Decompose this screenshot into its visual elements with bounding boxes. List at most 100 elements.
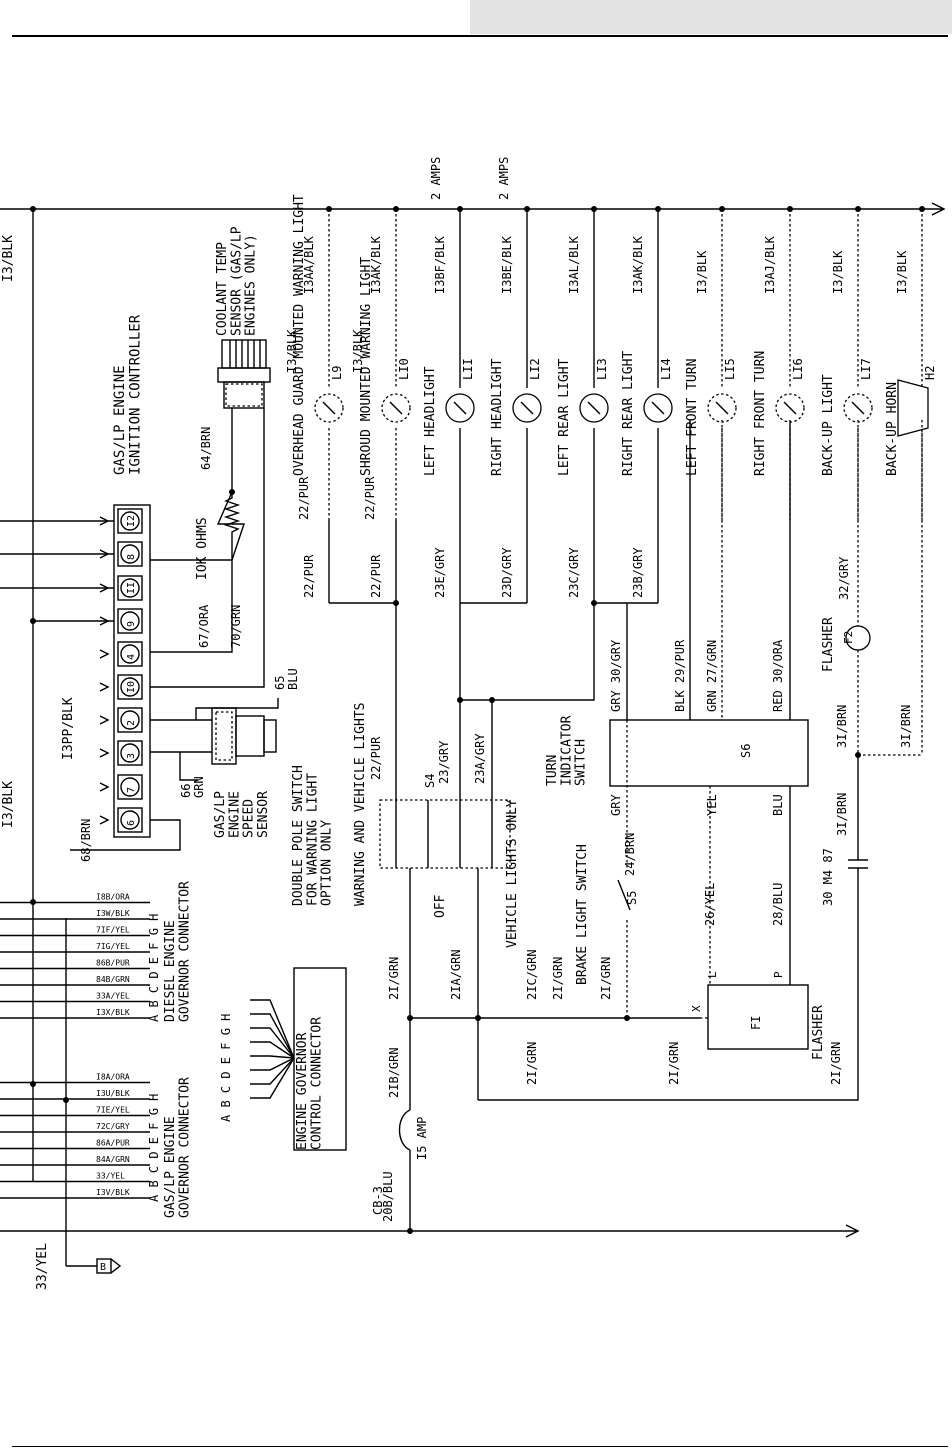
- light-description: LEFT REAR LIGHT: [557, 358, 572, 476]
- svg-text:2I/GRN: 2I/GRN: [387, 957, 401, 1000]
- wire-21-grn-label-3: 2I/GRN: [599, 957, 613, 1000]
- svg-text:67/ORA: 67/ORA: [197, 604, 211, 648]
- switch-s4-label: S4: [423, 774, 437, 788]
- svg-text:A B C D E F G H: A B C D E F G H: [147, 914, 161, 1022]
- light-bottom-wire-label: 22/PUR: [369, 554, 383, 598]
- svg-text:OPTION ONLY: OPTION ONLY: [320, 820, 335, 906]
- wire-22-pur-label: 22/PUR: [369, 736, 383, 780]
- s6-yel-label: YEL: [705, 794, 719, 816]
- diesel_conn-wire-label: I3W/BLK: [96, 909, 130, 918]
- controller-pin-box: [117, 707, 143, 733]
- svg-text:I3/BLK: I3/BLK: [351, 329, 365, 373]
- wire-23-gry-label: 23/GRY: [437, 740, 451, 784]
- svg-text:LI4: LI4: [659, 358, 673, 380]
- diesel_conn-wire-label: I8B/ORA: [96, 893, 130, 902]
- s6-gry-b-label: GRY: [609, 794, 623, 816]
- wire-23a-gry-label: 23A/GRY: [473, 733, 487, 784]
- svg-text:DIESEL ENGINE: DIESEL ENGINE: [163, 920, 178, 1022]
- light-description: OVERHEAD GUARD MOUNTED WARNING LIGHT: [292, 194, 307, 476]
- s6-red-label: RED 30/ORA: [771, 639, 785, 712]
- svg-text:I3AJ/BLK: I3AJ/BLK: [763, 235, 777, 294]
- gas_conn-wire-label: 72C/GRY: [96, 1122, 130, 1131]
- wire-32-gry-label: 32/GRY: [837, 556, 851, 600]
- svg-text:I3/BLK: I3/BLK: [1, 235, 16, 282]
- light-top-wire-label: I3AK/BLK: [631, 235, 645, 294]
- svg-text:BRAKE LIGHT SWITCH: BRAKE LIGHT SWITCH: [575, 844, 590, 985]
- svg-text:SENSOR: SENSOR: [256, 791, 271, 838]
- light-top-wire-label: I3AL/BLK: [567, 235, 581, 294]
- svg-text:2I/GRN: 2I/GRN: [525, 1042, 539, 1085]
- light-top-wire-label: I3/BLK: [895, 250, 909, 294]
- svg-text:LI2: LI2: [528, 358, 542, 380]
- svg-text:SPEED: SPEED: [242, 799, 257, 838]
- svg-text:2 AMPS: 2 AMPS: [497, 157, 511, 200]
- switch-s5-label: S5: [625, 891, 639, 905]
- svg-text:GAS/LP ENGINE: GAS/LP ENGINE: [112, 365, 128, 475]
- diesel_conn-wire-label: I3X/BLK: [96, 1008, 130, 1017]
- controller-pin-number: 3: [126, 753, 137, 759]
- svg-text:IGNITION CONTROLLER: IGNITION CONTROLLER: [127, 314, 143, 475]
- svg-text:22/PUR: 22/PUR: [369, 736, 383, 780]
- controller-pin-number: 8: [126, 554, 137, 560]
- svg-text:70/GRN: 70/GRN: [229, 605, 243, 648]
- wire-70-label: 70/GRN: [229, 605, 243, 648]
- diesel_conn-wire-label: 7IF/YEL: [96, 926, 130, 935]
- ground-flag-letter: B: [100, 1262, 106, 1273]
- svg-text:ENGINES ONLY): ENGINES ONLY): [244, 234, 259, 336]
- light-id-label: LI7: [859, 358, 873, 380]
- svg-text:22/PUR: 22/PUR: [363, 476, 377, 520]
- svg-text:BACK-UP HORN: BACK-UP HORN: [885, 382, 900, 476]
- bus-junction: [30, 206, 36, 212]
- gas_conn-wire-label: 84A/GRN: [96, 1155, 130, 1164]
- svg-text:L9: L9: [330, 366, 344, 380]
- controller-pin-box: [117, 508, 143, 534]
- s6-grn-label: GRN 27/GRN: [705, 640, 719, 712]
- relay-m4-label: 30 M4 87: [821, 848, 835, 906]
- light-id-label: LII: [461, 358, 475, 380]
- svg-text:S6: S6: [739, 744, 753, 758]
- gas-connector-letters: A B C D E F G H: [147, 1094, 161, 1202]
- light-top-wire-label: I3/BLK: [831, 250, 845, 294]
- light-top-wire-label: I3BE/BLK: [500, 235, 514, 294]
- svg-text:20B/BLU: 20B/BLU: [381, 1171, 395, 1222]
- controller-pin-box: [117, 641, 143, 667]
- flasher-f1-label: FI: [749, 1016, 763, 1030]
- s6-blk-label: BLK 29/PUR: [673, 639, 687, 712]
- svg-text:I3/BLK: I3/BLK: [1, 781, 16, 828]
- wire-21a-grn-label: 2IA/GRN: [449, 949, 463, 1000]
- wire-31-brn-label-3: 3I/BRN: [835, 793, 849, 836]
- diesel-connector-letters: A B C D E F G H: [147, 914, 161, 1022]
- svg-text:FLASHER: FLASHER: [821, 617, 836, 672]
- header-bar: [470, 0, 952, 34]
- svg-text:S4: S4: [423, 774, 437, 788]
- switch-s4-body: [379, 799, 511, 869]
- footer-rule: [12, 1446, 948, 1447]
- svg-text:I3/BLK: I3/BLK: [285, 329, 299, 373]
- wire-31-brn-label: 3I/BRN: [835, 705, 849, 748]
- svg-text:SENSOR (GAS/LP: SENSOR (GAS/LP: [229, 226, 244, 336]
- diesel_conn-wire-label: 33A/YEL: [96, 992, 130, 1001]
- svg-text:X: X: [690, 1005, 703, 1012]
- svg-text:OVERHEAD GUARD MOUNTED WARNING: OVERHEAD GUARD MOUNTED WARNING LIGHT: [292, 194, 307, 476]
- turn-switch-s6-body: [609, 719, 809, 787]
- svg-text:I3/BLK: I3/BLK: [895, 250, 909, 294]
- wire-64-label: 64/BRN: [199, 427, 213, 470]
- svg-text:GRY 30/GRY: GRY 30/GRY: [609, 639, 623, 712]
- svg-text:I3AA/BLK: I3AA/BLK: [302, 235, 316, 294]
- wire-21c-grn-label: 2IC/GRN: [525, 949, 539, 1000]
- svg-text:I3AK/BLK: I3AK/BLK: [631, 235, 645, 294]
- controller-pin-number: I0: [126, 681, 137, 693]
- wire-21-grn-label: 2I/GRN: [387, 957, 401, 1000]
- svg-text:64/BRN: 64/BRN: [199, 427, 213, 470]
- svg-text:RIGHT REAR LIGHT: RIGHT REAR LIGHT: [621, 351, 636, 476]
- wire-68-label: 68/BRN: [79, 819, 93, 862]
- svg-text:2IA/GRN: 2IA/GRN: [449, 949, 463, 1000]
- gas_conn-wire-label: I8A/ORA: [96, 1073, 130, 1082]
- controller-pin-number: II: [126, 582, 137, 594]
- light-top-wire-label: I3AJ/BLK: [763, 235, 777, 294]
- svg-text:GOVERNOR CONNECTOR: GOVERNOR CONNECTOR: [177, 1077, 192, 1218]
- svg-text:P: P: [772, 971, 785, 978]
